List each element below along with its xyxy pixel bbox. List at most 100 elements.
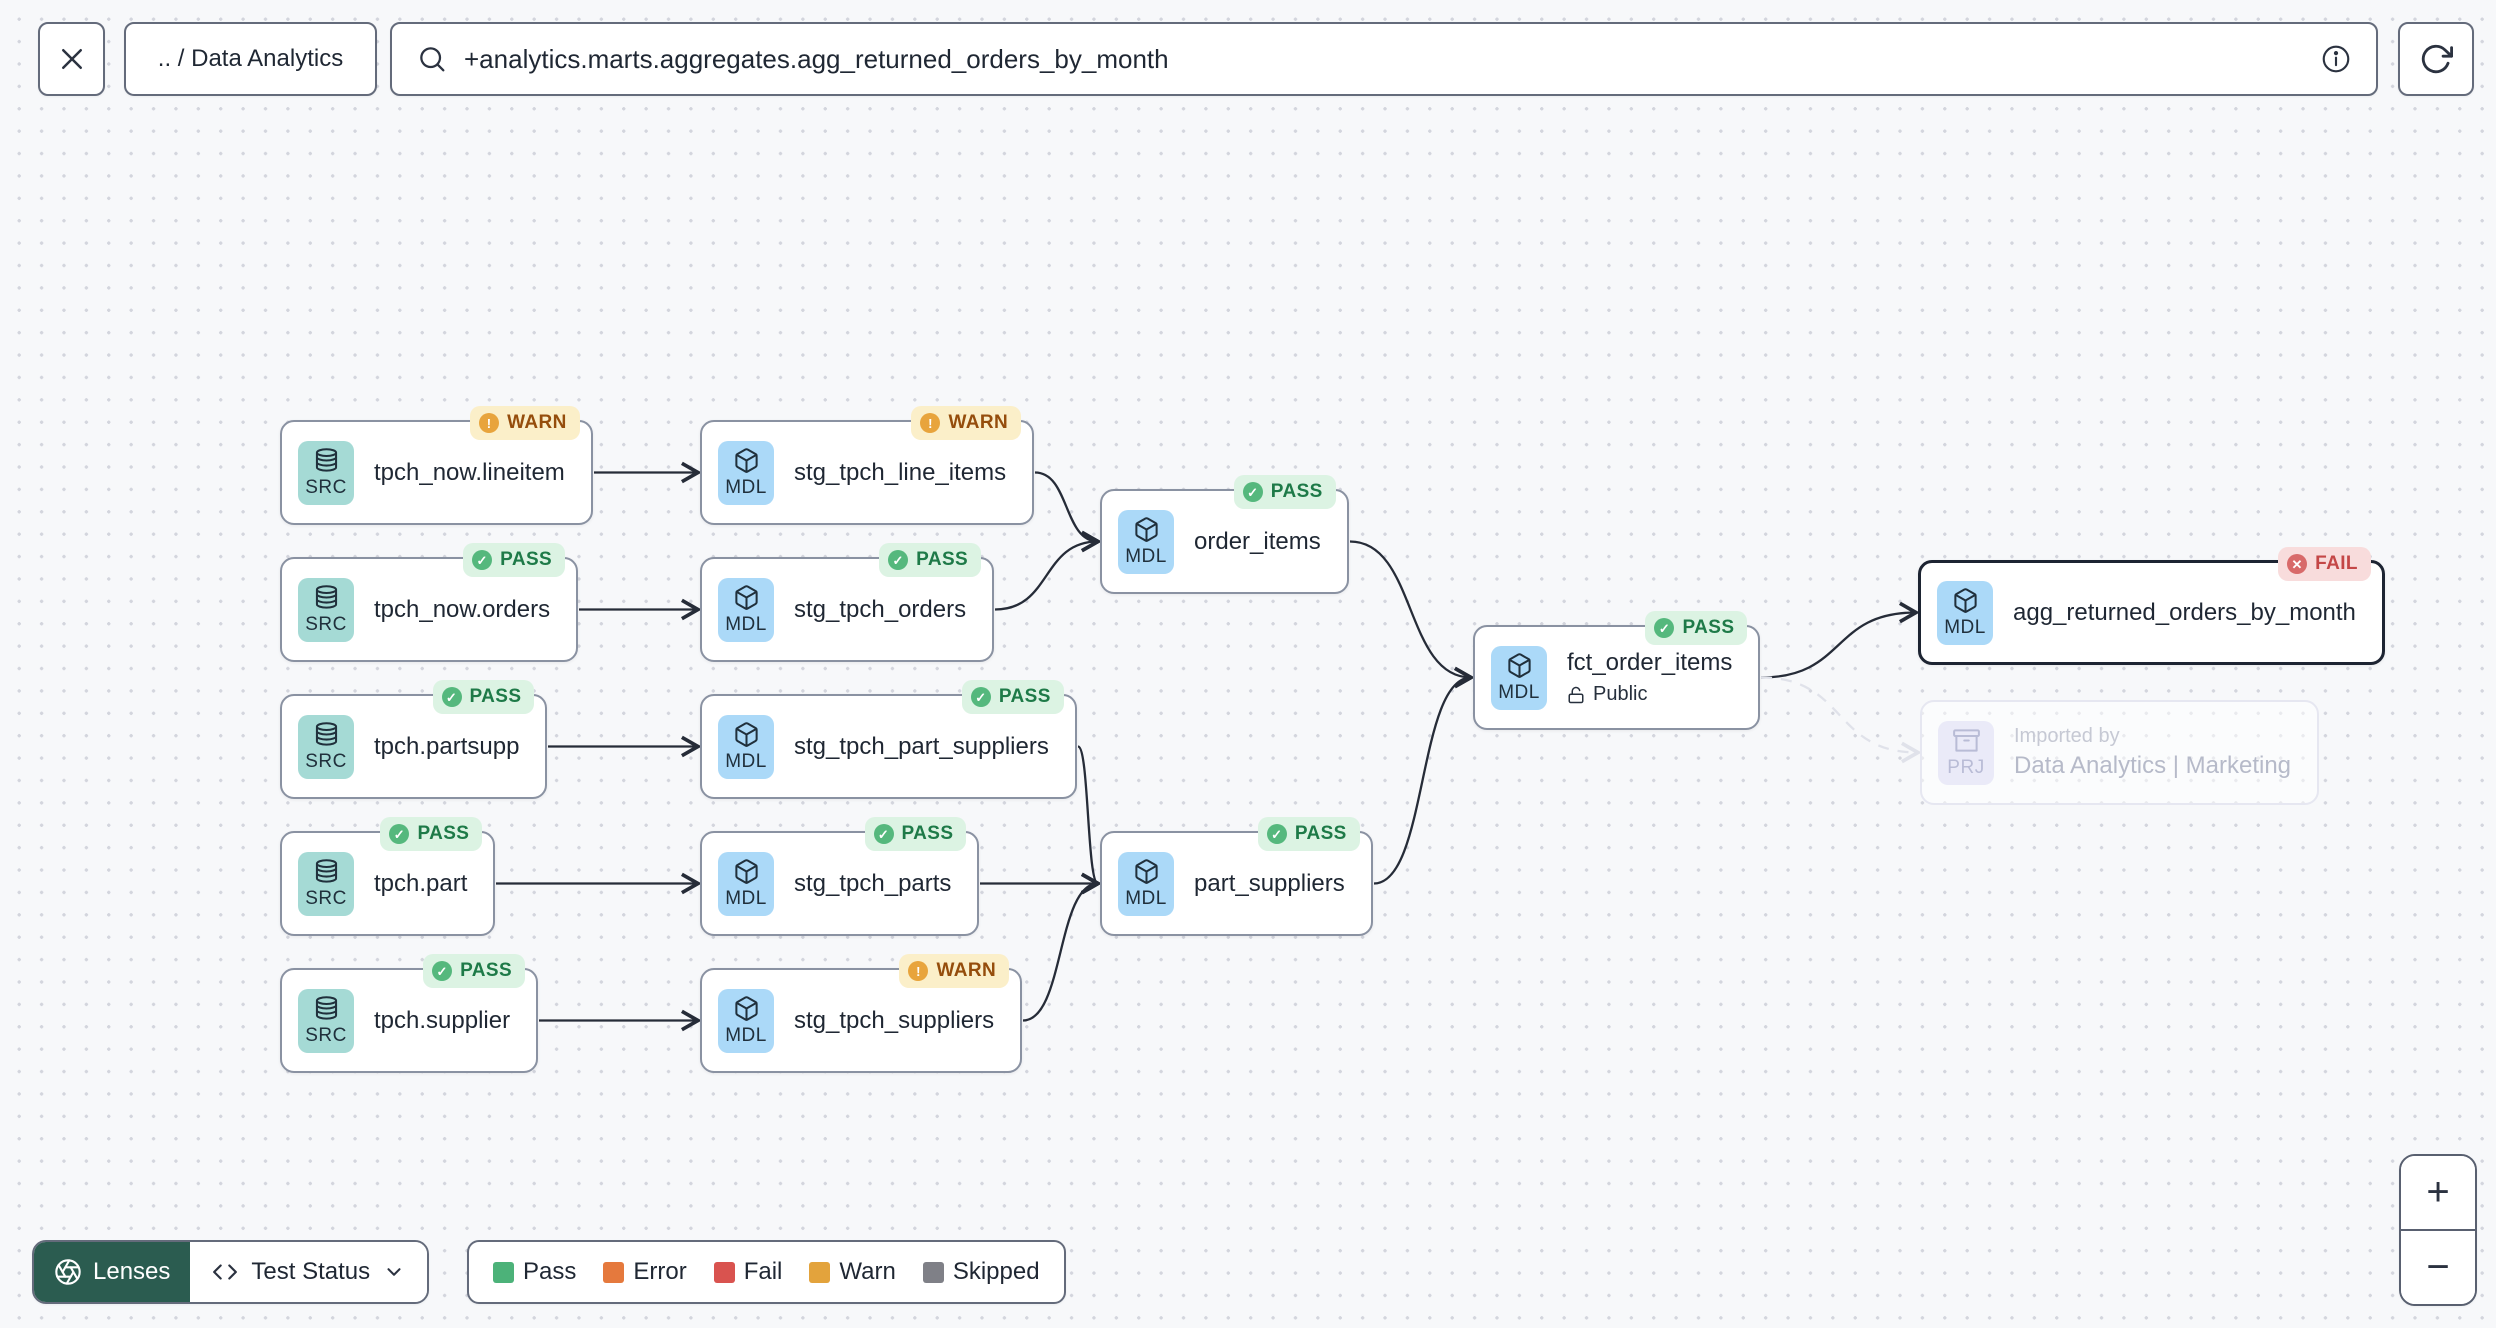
project-icon: PRJ <box>1938 720 1994 785</box>
graph-node-stg_tpch_orders[interactable]: MDL stg_tpch_orders ✓PASS <box>700 543 995 662</box>
node-text: stg_tpch_parts <box>794 870 951 898</box>
legend-item-error: Error <box>603 1258 687 1286</box>
legend-label: Fail <box>743 1258 783 1285</box>
search-input[interactable] <box>464 43 2304 75</box>
edge-stg_tpch_line_items-to-order_items <box>1034 471 1102 553</box>
check-circle-icon: ✓ <box>873 824 894 844</box>
node-text: stg_tpch_suppliers <box>794 1007 994 1035</box>
node-label: stg_tpch_parts <box>794 869 952 897</box>
status-badge: ✓PASS <box>879 543 982 577</box>
zoom-out-button[interactable]: − <box>2401 1231 2475 1304</box>
node-label: stg_tpch_orders <box>794 595 967 623</box>
kind-label: MDL <box>1125 545 1167 567</box>
warning-circle-icon: ! <box>908 961 929 981</box>
status-badge: ✓PASS <box>463 543 566 577</box>
node-text: tpch.partsupp <box>374 733 519 761</box>
kind-label: PRJ <box>1947 756 1985 778</box>
legend-label: Pass <box>523 1258 577 1285</box>
node-label: part_suppliers <box>1194 869 1345 897</box>
check-circle-icon: ✓ <box>472 550 493 570</box>
kind-label: SRC <box>305 476 347 498</box>
cube-icon: MDL <box>1937 580 1993 645</box>
status-badge: ✓PASS <box>1233 475 1336 509</box>
breadcrumb[interactable]: .. / Data Analytics <box>124 22 377 96</box>
info-icon[interactable] <box>2320 43 2352 75</box>
node-label: tpch.partsupp <box>374 732 520 760</box>
node-overline: Imported by <box>2014 725 2120 747</box>
check-circle-icon: ✓ <box>441 687 462 707</box>
edge-fct_order_items-to-agg_returned_orders_by_month <box>1760 601 1920 679</box>
database-icon: SRC <box>298 851 354 916</box>
zoom-in-button[interactable]: + <box>2401 1156 2475 1231</box>
refresh-icon <box>2421 44 2453 74</box>
status-badge: ✓PASS <box>1257 817 1360 851</box>
edge-stg_tpch_part_suppliers-to-part_suppliers <box>1076 745 1102 895</box>
check-circle-icon: ✓ <box>389 824 410 844</box>
fail-circle-icon: ✕ <box>2287 554 2308 574</box>
graph-node-stg_tpch_parts[interactable]: MDL stg_tpch_parts ✓PASS <box>700 817 980 936</box>
database-icon: SRC <box>298 988 354 1053</box>
node-label: tpch_now.orders <box>374 595 551 623</box>
legend-swatch <box>809 1261 831 1283</box>
node-label: order_items <box>1194 527 1321 555</box>
node-label: fct_order_items <box>1567 649 1733 676</box>
cube-icon: MDL <box>718 577 774 642</box>
legend-swatch <box>713 1261 735 1283</box>
node-text: order_items <box>1194 528 1321 556</box>
graph-node-part_suppliers[interactable]: MDL part_suppliers ✓PASS <box>1100 817 1373 936</box>
lenses-toolbar: Lenses Test Status <box>32 1240 430 1304</box>
lenses-button[interactable]: Lenses <box>34 1242 191 1302</box>
refresh-button[interactable] <box>2398 22 2474 96</box>
node-text: tpch_now.orders <box>374 596 550 624</box>
status-badge: ✓PASS <box>864 817 967 851</box>
search-icon <box>420 47 445 72</box>
status-badge: ✓PASS <box>380 817 483 851</box>
edge-part_suppliers-to-fct_order_items <box>1373 666 1475 885</box>
kind-label: SRC <box>305 887 347 909</box>
graph-node-tpch_now_orders[interactable]: SRC tpch_now.orders ✓PASS <box>280 543 579 662</box>
legend-item-warn: Warn <box>809 1258 896 1286</box>
lens-selector[interactable]: Test Status <box>190 1242 428 1302</box>
cube-icon: MDL <box>718 988 774 1053</box>
status-badge: !WARN <box>470 406 580 440</box>
database-icon: SRC <box>298 440 354 505</box>
legend-swatch <box>493 1261 514 1283</box>
kind-label: MDL <box>725 1024 767 1046</box>
kind-label: SRC <box>305 750 347 772</box>
cube-icon: MDL <box>1491 645 1547 710</box>
node-label: stg_tpch_line_items <box>794 458 1007 486</box>
warning-circle-icon: ! <box>920 413 941 433</box>
kind-label: SRC <box>305 1024 347 1046</box>
check-circle-icon: ✓ <box>1654 618 1675 638</box>
chevron-down-icon <box>387 1268 401 1276</box>
status-badge: ✓PASS <box>423 954 526 988</box>
node-label: stg_tpch_suppliers <box>794 1006 995 1034</box>
graph-node-order_items[interactable]: MDL order_items ✓PASS <box>1100 475 1349 594</box>
edge-order_items-to-fct_order_items <box>1349 540 1475 689</box>
legend-label: Warn <box>839 1258 896 1285</box>
edge-stg_tpch_orders-to-order_items <box>994 530 1102 611</box>
status-badge: !WARN <box>911 406 1022 440</box>
database-icon: SRC <box>298 577 354 642</box>
check-circle-icon: ✓ <box>1242 482 1263 502</box>
check-circle-icon: ✓ <box>432 961 453 981</box>
node-text: agg_returned_orders_by_month <box>2013 599 2356 627</box>
search-bar[interactable] <box>390 22 2378 96</box>
cube-icon: MDL <box>718 851 774 916</box>
close-button[interactable] <box>38 22 105 96</box>
edge-stg_tpch_suppliers-to-part_suppliers <box>1022 872 1102 1022</box>
kind-label: MDL <box>1125 887 1167 909</box>
warning-circle-icon: ! <box>479 413 500 433</box>
check-circle-icon: ✓ <box>970 687 991 707</box>
